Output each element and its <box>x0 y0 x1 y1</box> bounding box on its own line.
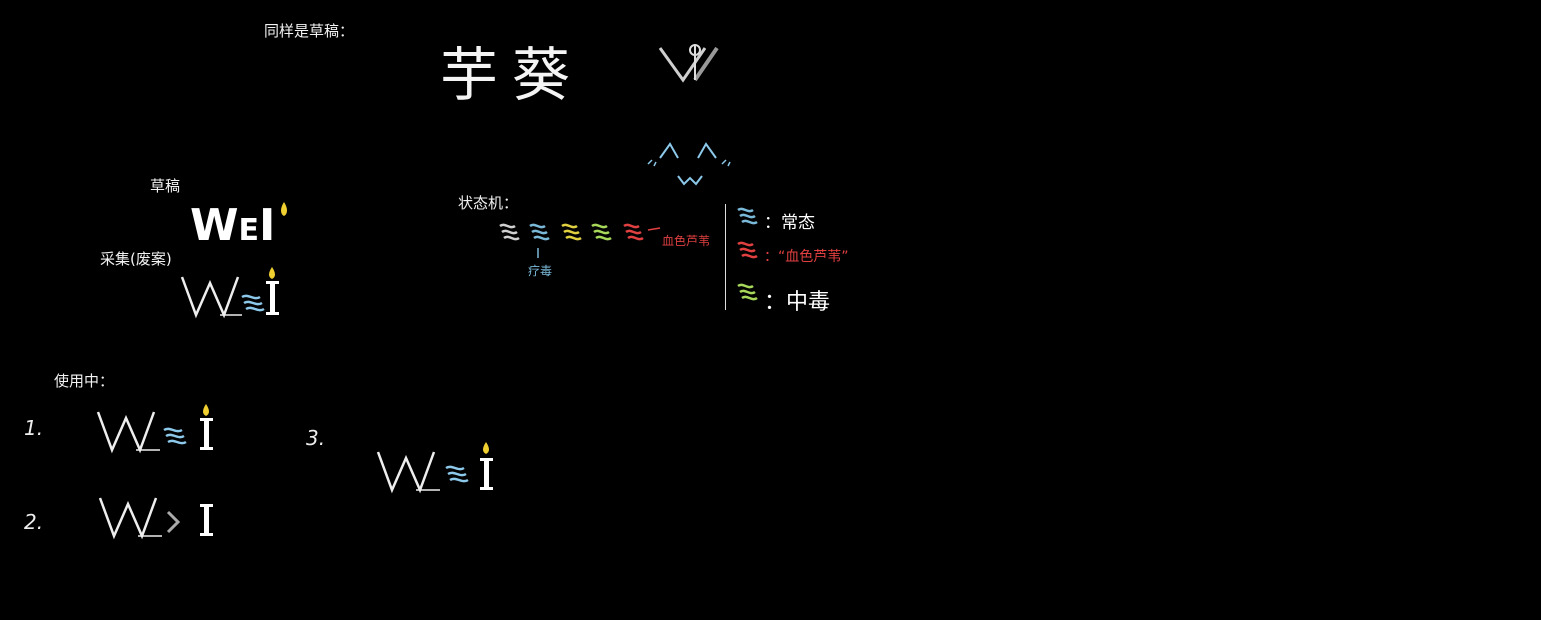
step-3-number: 3. <box>306 426 326 450</box>
alt-word-w <box>180 267 279 319</box>
step-2-word <box>98 497 213 540</box>
page-title: 芋葵 <box>440 41 585 109</box>
logo-icon <box>658 44 719 83</box>
state-red <box>623 223 644 241</box>
legend-icon-blood <box>737 241 758 259</box>
state-yellow <box>561 223 582 241</box>
letter-w: W <box>190 200 239 251</box>
arrow-label-blood: 血色芦苇 <box>662 234 711 248</box>
letter-i: I <box>259 200 276 251</box>
flame-icon <box>281 202 287 216</box>
sketch-word: WEI <box>190 200 275 251</box>
cat-face-icon <box>647 142 731 186</box>
state-chain <box>499 223 661 258</box>
legend-label-blood: ：“血色芦苇” <box>764 249 849 265</box>
state-green <box>591 223 612 241</box>
letter-e: E <box>238 213 260 248</box>
state-gray <box>499 223 520 241</box>
legend-label-normal: ：常态 <box>764 213 815 233</box>
step-3-word <box>376 442 493 494</box>
step-1-word <box>96 404 213 454</box>
legend-icon-normal <box>737 207 758 225</box>
legend-divider <box>725 204 726 310</box>
sketch-label: 草稿 <box>150 177 181 195</box>
legend-label-poison: ：中毒 <box>764 290 831 315</box>
alt-label: 采集(废案) <box>100 250 172 268</box>
usage-label: 使用中： <box>54 372 115 390</box>
step-1-number: 1. <box>24 416 44 440</box>
step-2-number: 2. <box>24 510 44 534</box>
state-blue <box>529 223 550 241</box>
arrow-label-heal: 疗毒 <box>528 264 553 278</box>
header-note: 同样是草稿： <box>264 22 355 40</box>
legend-icon-poison <box>737 283 758 301</box>
state-machine-label: 状态机： <box>458 194 519 212</box>
